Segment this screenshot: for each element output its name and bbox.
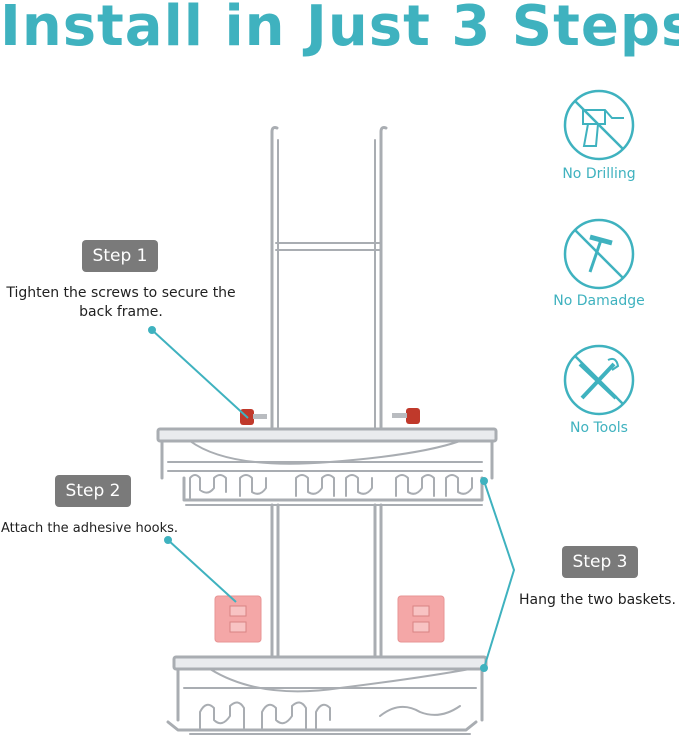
frame-right-upright <box>379 126 388 442</box>
step3-caption: Hang the two baskets. <box>519 592 676 608</box>
no-damage-icon <box>563 218 635 290</box>
screw-right-icon <box>392 408 420 424</box>
step1-caption-line1: Tighten the screws to secure the <box>6 285 236 301</box>
step2-caption: Attach the adhesive hooks. <box>1 521 179 536</box>
bottom-basket <box>166 655 488 735</box>
frame-crossbar <box>275 242 381 251</box>
no-tools-label: No Tools <box>570 420 628 436</box>
step3-badge: Step 3 <box>562 546 638 578</box>
no-drilling-label: No Drilling <box>562 166 636 182</box>
page-title: Install in Just 3 Steps <box>0 0 679 59</box>
step1-leader-line <box>151 329 249 419</box>
step3-leader-line <box>483 480 516 669</box>
no-drilling-icon <box>563 89 635 161</box>
step2-leader-line <box>167 539 237 603</box>
no-tools-icon <box>563 344 635 416</box>
step2-badge: Step 2 <box>55 475 131 507</box>
top-basket <box>156 427 498 506</box>
step1-caption-line2: back frame. <box>79 304 163 320</box>
adhesive-hook-left-icon <box>214 595 262 643</box>
step1-badge: Step 1 <box>82 240 158 272</box>
step1-caption: Tighten the screws to secure the back fr… <box>0 284 242 322</box>
frame-left-upright <box>270 126 279 442</box>
adhesive-hook-right-icon <box>397 595 445 643</box>
screw-left-icon <box>240 409 267 425</box>
no-damage-label: No Damadge <box>553 293 645 309</box>
